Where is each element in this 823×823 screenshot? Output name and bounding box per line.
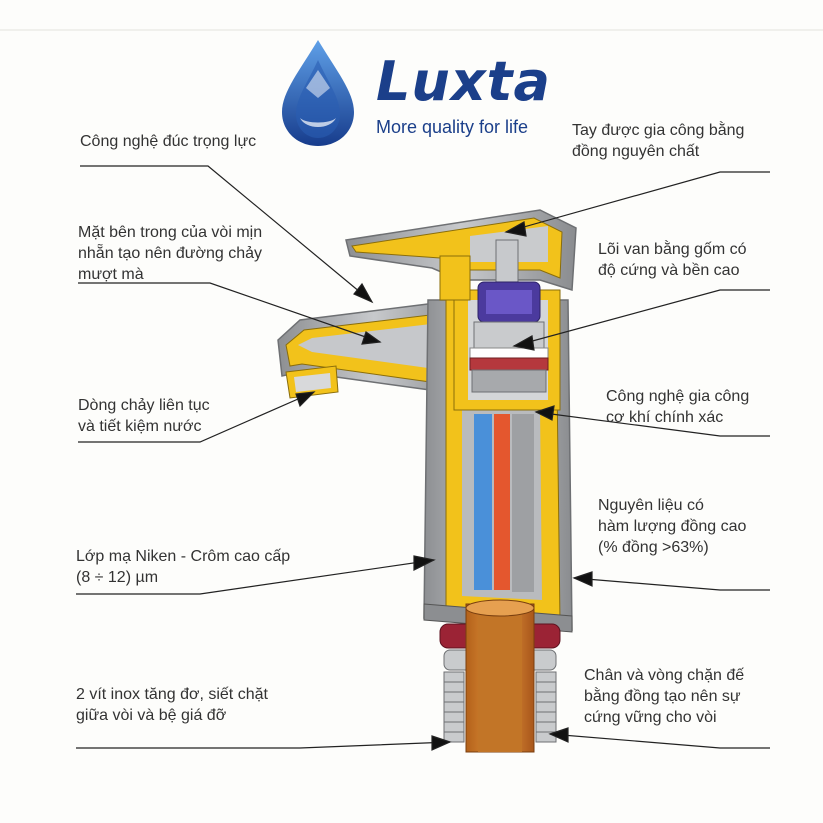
callout-line: 2 vít inox tăng đơ, siết chặt [76,684,268,705]
cold-water-channel [474,414,492,590]
callout-line: bằng đồng tạo nên sự [584,686,744,707]
callout-line: Lớp mạ Niken - Crôm cao cấp [76,546,290,567]
callout-smooth-interior: Mặt bên trong của vòi mịn nhẵn tạo nên đ… [78,222,262,285]
callout-ceramic-core: Lõi van bằng gốm có độ cứng và bền cao [598,239,747,281]
callout-plating: Lớp mạ Niken - Crôm cao cấp (8 ÷ 12) µm [76,546,290,588]
callout-handle: Tay được gia công bằng đồng nguyên chất [572,120,744,162]
brand-tagline: More quality for life [376,116,528,138]
callout-precision-machining: Công nghệ gia công cơ khí chính xác [606,386,749,428]
mounting-base [424,600,572,752]
callout-line: đồng nguyên chất [572,141,744,162]
callout-copper-content: Nguyên liệu có hàm lượng đồng cao (% đồn… [598,495,746,558]
callout-line: (% đồng >63%) [598,537,746,558]
callout-line: Công nghệ gia công [606,386,749,407]
callout-gravity-casting: Công nghệ đúc trọng lực [80,131,256,152]
callout-line: Chân và vòng chặn đế [584,665,744,686]
callout-screws: 2 vít inox tăng đơ, siết chặt giữa vòi v… [76,684,268,726]
callout-line: và tiết kiệm nước [78,416,210,437]
faucet-handle [346,210,576,300]
callout-line: độ cứng và bền cao [598,260,747,281]
callout-line: (8 ÷ 12) µm [76,567,290,588]
mixer-body [512,414,534,592]
callout-line: Nguyên liệu có [598,495,746,516]
callout-line: Công nghệ đúc trọng lực [80,131,256,152]
brand-name: Luxta [376,52,551,112]
callout-line: cứng vững cho vòi [584,707,744,728]
callout-line: hàm lượng đồng cao [598,516,746,537]
hot-water-channel [494,414,510,590]
callout-line: cơ khí chính xác [606,407,749,428]
callout-line: mượt mà [78,264,262,285]
callout-continuous-flow: Dòng chảy liên tục và tiết kiệm nước [78,395,210,437]
callout-line: giữa vòi và bệ giá đỡ [76,705,268,726]
callout-line: Tay được gia công bằng [572,120,744,141]
callout-line: Dòng chảy liên tục [78,395,210,416]
callout-base-ring: Chân và vòng chặn đế bằng đồng tạo nên s… [584,665,744,728]
callout-line: Lõi van bằng gốm có [598,239,747,260]
callout-line: nhẵn tạo nên đường chảy [78,243,262,264]
water-drop-icon [282,40,354,146]
callout-line: Mặt bên trong của vòi mịn [78,222,262,243]
